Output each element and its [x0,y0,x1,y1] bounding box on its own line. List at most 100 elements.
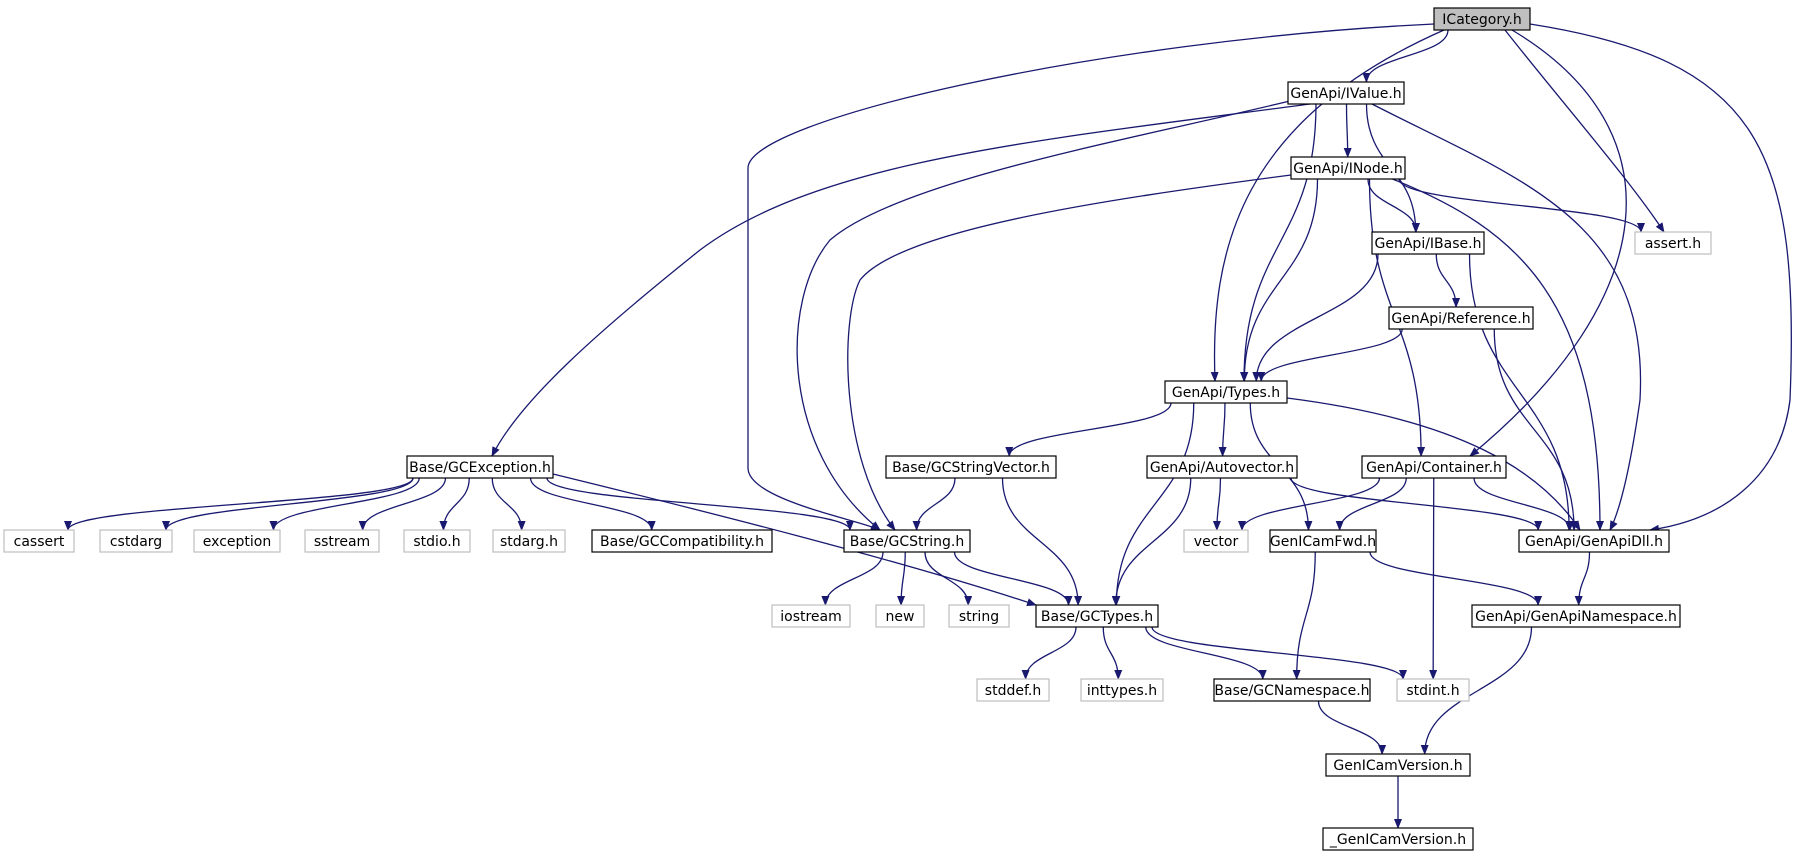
node-label: assert.h [1645,236,1701,252]
edge-gcstring-to-new [897,551,906,606]
node-label: Base/GCException.h [409,460,551,476]
node-label: GenICamVersion.h [1333,758,1462,774]
node-box [875,604,925,628]
node-box [771,604,851,628]
node-box [1287,81,1405,105]
node-ivalue[interactable]: GenApi/IValue.h [1287,81,1405,105]
node-label: stdio.h [413,534,460,550]
edge-icategory-to-genapidll [1529,23,1793,533]
node-genapinamespace[interactable]: GenApi/GenApiNamespace.h [1471,604,1681,628]
node-assert: assert.h [1634,231,1712,255]
node-label: GenApi/IValue.h [1290,86,1401,102]
edge-gcexception-to-exception [269,477,420,531]
node-label: Base/GCStringVector.h [892,460,1050,476]
edge-types-to-gctypes [1112,402,1195,606]
edge-gcexception-to-cstdarg [162,477,414,531]
node-stddef: stddef.h [976,678,1050,702]
node-box [1361,455,1507,479]
node-label: exception [203,534,271,550]
nodes-layer: ICategory.hGenApi/IValue.hGenApi/INode.h… [3,7,1712,851]
node-label: inttypes.h [1087,683,1157,699]
node-string: string [948,604,1010,628]
node-label: GenApi/GenApiDll.h [1525,534,1663,550]
edge-inode-to-types [1240,178,1319,382]
node-ibase[interactable]: GenApi/IBase.h [1371,231,1485,255]
node-label: Base/GCString.h [850,534,965,550]
node-vector: vector [1183,529,1249,553]
node-gcnamespace[interactable]: Base/GCNamespace.h [1213,678,1371,702]
node-iostream: iostream [771,604,851,628]
edge-gcnamespace-to-genicamversion [1317,700,1387,755]
edge-gcexception-to-sstream [358,477,447,531]
node-gcstring[interactable]: Base/GCString.h [843,529,971,553]
node-box [1433,7,1531,31]
edge-ibase-to-genapidll [1468,253,1574,531]
edge-gcexception-to-stdarg [491,477,526,531]
edge-autovector-to-vector [1212,477,1222,531]
node-stdarg: stdarg.h [492,529,566,553]
edge-gctypes-to-gcnamespace [1145,626,1267,680]
node-gctypes[interactable]: Base/GCTypes.h [1035,604,1159,628]
node-autovector[interactable]: GenApi/Autovector.h [1146,455,1298,479]
edge-autovector-to-genapidll [1290,477,1543,531]
node-box [976,678,1050,702]
node-label: vector [1194,534,1239,550]
node-sstream: sstream [304,529,380,553]
node-box [1396,678,1470,702]
node-box [1371,231,1485,255]
node-label: GenApi/Container.h [1366,460,1502,476]
node-reference[interactable]: GenApi/Reference.h [1388,306,1534,330]
edge-icategory-to-types [1210,29,1445,382]
edge-gcstring-to-string [924,551,973,606]
node-label: GenApi/Autovector.h [1150,460,1294,476]
node-box [403,529,471,553]
node-label: ICategory.h [1442,12,1521,28]
node-inode[interactable]: GenApi/INode.h [1290,156,1406,180]
node-genapidll[interactable]: GenApi/GenApiDll.h [1518,529,1670,553]
node-box [492,529,566,553]
node-label: string [959,609,999,625]
edge-gcstringvector-to-gctypes [1001,477,1083,606]
node-container[interactable]: GenApi/Container.h [1361,455,1507,479]
node-box [406,455,554,479]
node-label: iostream [780,609,842,625]
node-gccompat[interactable]: Base/GCCompatibility.h [591,529,773,553]
edge-inode-to-assert [1398,178,1645,233]
edge-icategory-to-assert [1504,29,1665,233]
edge-ibase-to-types [1252,253,1379,382]
node-box [1388,306,1534,330]
edge-autovector-to-gctypes [1111,477,1192,606]
node-box [591,529,773,553]
edge-ivalue-to-gcstring [796,99,1295,531]
node-gcstringvector[interactable]: Base/GCStringVector.h [885,455,1057,479]
node-genicamversion[interactable]: GenICamVersion.h [1325,753,1471,777]
node-label: cstdarg [110,534,162,550]
edge-ivalue-to-inode [1343,103,1352,158]
node-icategory[interactable]: ICategory.h [1433,7,1531,31]
edge-ibase-to-reference [1435,253,1461,308]
edge-container-to-genicamfwd [1335,477,1407,531]
edge-types-to-gcstringvector [1005,402,1172,457]
edge-inode-to-genapidll [1389,177,1604,531]
node-label: Base/GCTypes.h [1041,609,1153,625]
node-label: GenApi/Types.h [1172,385,1280,401]
node-label: stddef.h [985,683,1041,699]
node-types[interactable]: GenApi/Types.h [1164,380,1288,404]
node-box [1290,156,1406,180]
edge-inode-to-gcstring [847,174,1292,531]
node-box [1518,529,1670,553]
edge-reference-to-genapidll [1493,328,1579,531]
edge-ivalue-to-gcexception [491,103,1311,457]
node-gcexception[interactable]: Base/GCException.h [406,455,554,479]
node-label: _GenICamVersion.h [1329,832,1466,848]
node-box [843,529,971,553]
node-box [99,529,173,553]
node-box [1164,380,1288,404]
edge-genicamfwd-to-genapinamespace [1369,551,1542,606]
edge-gcstring-to-gctypes [953,551,1073,606]
node-label: GenApi/INode.h [1293,161,1402,177]
node-box [1322,827,1474,851]
node-genicamversion_[interactable]: _GenICamVersion.h [1322,827,1474,851]
node-genicamfwd[interactable]: GenICamFwd.h [1269,529,1377,553]
